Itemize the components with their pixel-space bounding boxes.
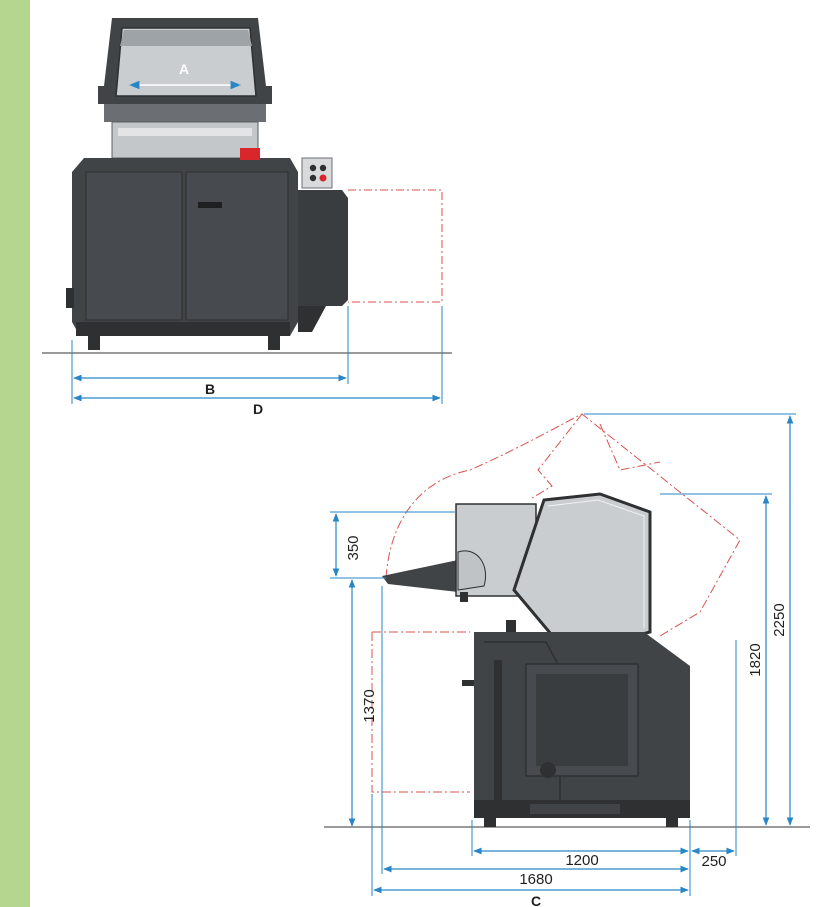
side-machine-body xyxy=(462,632,690,827)
dimension-1370: 1370 xyxy=(361,689,378,722)
side-phantom-outline xyxy=(371,413,741,793)
dimension-250: 250 xyxy=(701,853,726,870)
dimension-1200: 1200 xyxy=(565,852,598,869)
dimension-1680: 1680 xyxy=(519,871,552,888)
label-c: C xyxy=(531,893,541,907)
front-hopper xyxy=(98,18,272,159)
dimension-350: 350 xyxy=(345,535,362,560)
label-b: B xyxy=(205,381,215,397)
sidebar-color-band xyxy=(0,0,30,907)
dimension-2250: 2250 xyxy=(771,603,788,636)
side-infeed-chute xyxy=(382,503,537,602)
label-a: A xyxy=(179,61,189,77)
front-phantom-outline xyxy=(348,189,443,303)
side-left-dimensions xyxy=(330,511,456,827)
side-right-dimensions xyxy=(584,413,796,826)
front-machine-body xyxy=(66,148,348,350)
label-d: D xyxy=(253,401,263,417)
side-view: 350 1370 1820 2250 1200 250 1680 C xyxy=(324,413,810,907)
dimension-1820: 1820 xyxy=(747,643,764,676)
front-view: A xyxy=(42,18,452,417)
side-bottom-dimensions xyxy=(371,586,737,896)
